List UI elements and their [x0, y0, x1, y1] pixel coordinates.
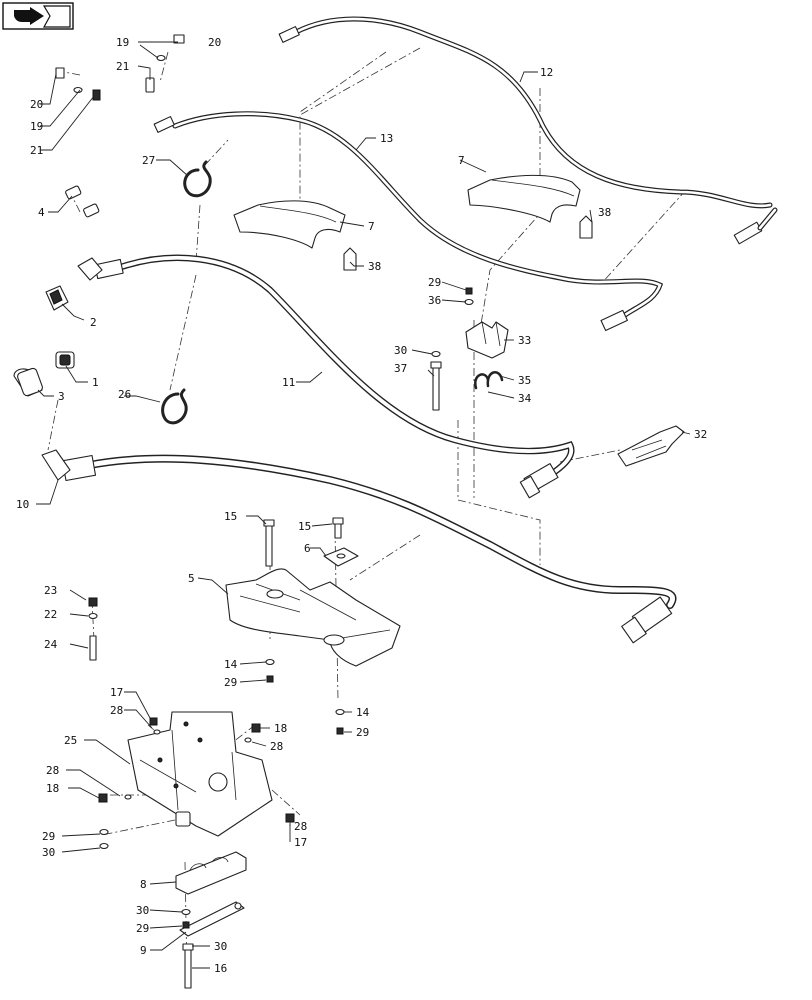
- hardware-19-20-21-left: [55, 67, 101, 101]
- cable-tie-26: [161, 388, 188, 425]
- callout-10: 10: [16, 498, 29, 511]
- callout-26: 26: [118, 388, 131, 401]
- callout-4: 4: [38, 206, 45, 219]
- callout-13: 13: [380, 132, 393, 145]
- hose-10: [41, 449, 677, 644]
- hose-support-5: [225, 568, 401, 667]
- callout-14-right: 14: [356, 706, 370, 719]
- callout-38-right: 38: [598, 206, 611, 219]
- callout-7-right: 7: [458, 154, 465, 167]
- callout-37: 37: [394, 362, 407, 375]
- callout-28-right: 28: [270, 740, 283, 753]
- bolt-15-left: [263, 519, 275, 567]
- callout-6: 6: [304, 542, 311, 555]
- hose-13: [153, 111, 664, 332]
- next-page-arrow-icon[interactable]: [2, 2, 74, 30]
- callout-18-left: 18: [46, 782, 59, 795]
- bolt-16: [182, 943, 194, 989]
- washer-30-bracket: [431, 350, 441, 358]
- callout-14-left: 14: [224, 658, 238, 671]
- callout-5: 5: [188, 572, 195, 585]
- callout-1: 1: [92, 376, 99, 389]
- mount-bracket-25: [127, 711, 273, 837]
- callout-25: 25: [64, 734, 77, 747]
- plate-6: [323, 547, 359, 567]
- callout-29-strap: 29: [136, 922, 149, 935]
- callout-3: 3: [58, 390, 65, 403]
- callout-29-left: 29: [224, 676, 237, 689]
- nut-29-36-bracket: [464, 287, 474, 306]
- strap-9: [179, 901, 245, 937]
- bracket-33: [465, 321, 509, 359]
- hardware-22-23-24: [88, 597, 98, 661]
- callout-20-top: 20: [208, 36, 221, 49]
- callout-22: 22: [44, 608, 57, 621]
- clamp-block-8: [175, 851, 247, 895]
- bolt-15-right: [332, 517, 344, 539]
- callout-28-top: 28: [110, 704, 123, 717]
- callout-15-right: 15: [298, 520, 311, 533]
- clip-38-left: [343, 247, 357, 271]
- callout-17-lower: 17: [294, 836, 307, 849]
- callout-21-left: 21: [30, 144, 43, 157]
- callout-7-left: 7: [368, 220, 375, 233]
- callout-38-left: 38: [368, 260, 381, 273]
- callout-17-top: 17: [110, 686, 123, 699]
- callout-29-lower-left: 29: [42, 830, 55, 843]
- washers-29-30-lower: [99, 828, 191, 929]
- fitting-1: [55, 351, 75, 369]
- callout-24: 24: [44, 638, 58, 651]
- cable-tie-27: [183, 160, 212, 198]
- callout-leaders: [36, 41, 691, 969]
- washer-19-top: [156, 54, 166, 62]
- assembly-centerlines: [47, 47, 687, 981]
- callout-15-left: 15: [224, 510, 237, 523]
- callout-33: 33: [518, 334, 531, 347]
- hose-11: [77, 254, 575, 499]
- callout-21-top: 21: [116, 60, 129, 73]
- callout-23: 23: [44, 584, 57, 597]
- washers-14-29: [265, 658, 345, 735]
- hose-12: [278, 16, 778, 245]
- clamp-7-left: [233, 200, 346, 249]
- callout-19-left: 19: [30, 120, 43, 133]
- callout-30-strap: 30: [136, 904, 149, 917]
- callout-28-lower: 28: [294, 820, 307, 833]
- clamp-7-right: [467, 174, 581, 223]
- callout-32: 32: [694, 428, 707, 441]
- elbow-3: [13, 367, 43, 397]
- callout-30-lower-left: 30: [42, 846, 55, 859]
- callout-9: 9: [140, 944, 147, 957]
- callout-34: 34: [518, 392, 532, 405]
- u-clamps-34-35: [474, 371, 504, 390]
- callout-30-bracket: 30: [394, 344, 407, 357]
- bolt-37: [430, 361, 442, 411]
- nut-20-top: [173, 34, 185, 44]
- clip-38-right: [579, 215, 593, 239]
- callout-12: 12: [540, 66, 553, 79]
- callout-35: 35: [518, 374, 531, 387]
- callout-36: 36: [428, 294, 441, 307]
- bolt-21-top: [145, 77, 155, 93]
- callout-2: 2: [90, 316, 97, 329]
- callout-11: 11: [282, 376, 295, 389]
- callout-28-left: 28: [46, 764, 59, 777]
- callout-20-left: 20: [30, 98, 43, 111]
- callout-8: 8: [140, 878, 147, 891]
- callout-27: 27: [142, 154, 155, 167]
- callout-18-right: 18: [274, 722, 287, 735]
- callout-16: 16: [214, 962, 227, 975]
- callout-30-bolt: 30: [214, 940, 227, 953]
- fitting-4: [65, 185, 100, 218]
- callout-29-bracket: 29: [428, 276, 441, 289]
- callout-29-right: 29: [356, 726, 369, 739]
- callout-19-top: 19: [116, 36, 129, 49]
- callout-labels: 19 20 21 20 19 21 12 13 27 7 4 38 7 38 2…: [16, 36, 707, 975]
- guide-32: [617, 425, 685, 467]
